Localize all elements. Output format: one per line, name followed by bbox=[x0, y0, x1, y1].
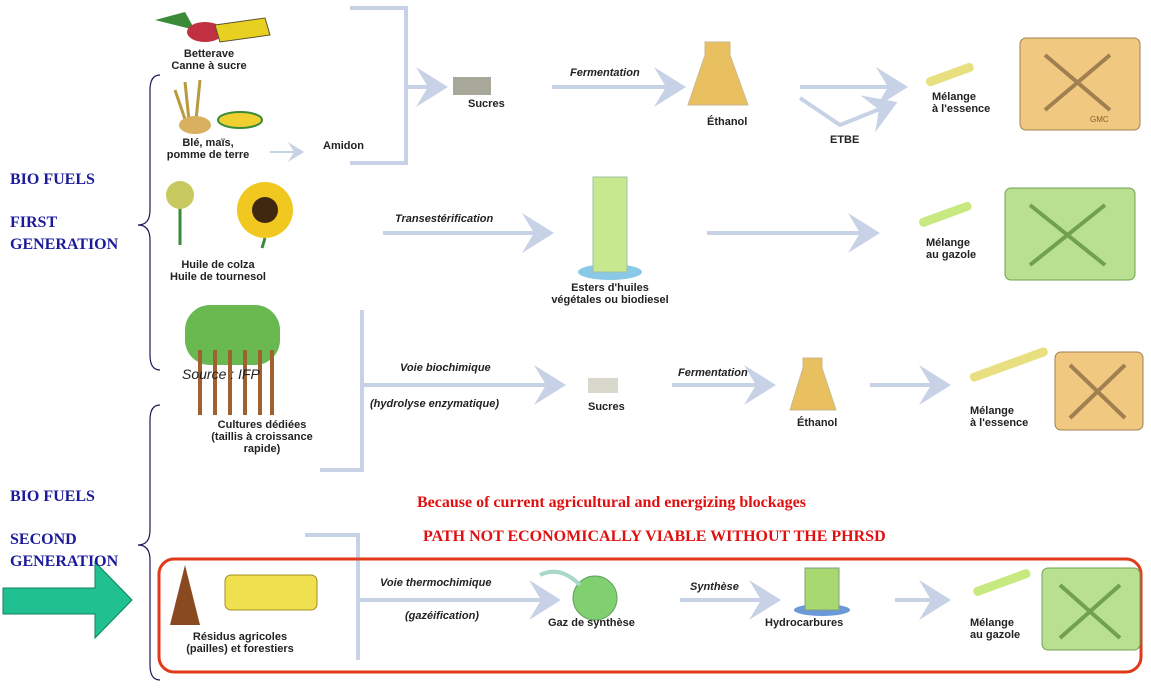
note-line-1: Because of current agricultural and ener… bbox=[417, 494, 806, 511]
intermediate-label: Gaz de synthèse bbox=[548, 617, 635, 629]
product-label: Éthanol bbox=[797, 417, 838, 429]
arrow-etbe bbox=[798, 95, 898, 133]
gen-label: SECOND bbox=[10, 531, 77, 548]
source-label: Blé, maïs,pomme de terre bbox=[166, 137, 250, 161]
biodiesel-cylinder-icon bbox=[578, 176, 642, 280]
svg-text:GMC: GMC bbox=[1090, 115, 1109, 124]
note-line-2: PATH NOT ECONOMICALLY VIABLE WITHOUT THE… bbox=[423, 528, 886, 545]
wheat-corn-potato-icon bbox=[173, 79, 263, 134]
residues-straw-icon bbox=[170, 565, 318, 625]
test-tube-icon bbox=[925, 62, 974, 87]
ethanol-flask-icon bbox=[687, 41, 749, 106]
gen-label: GENERATION bbox=[10, 553, 119, 570]
test-tube-icon bbox=[919, 201, 972, 227]
hydrocarbons-cylinder-icon bbox=[794, 567, 850, 616]
ethanol-flask-icon bbox=[789, 357, 837, 411]
process-sub-label: (gazéification) bbox=[405, 610, 479, 622]
bracket-row3 bbox=[320, 310, 364, 472]
sucres-label: Sucres bbox=[468, 98, 505, 110]
gen-label: BIO FUELS bbox=[10, 171, 95, 188]
source-credit: Source : IFP bbox=[182, 366, 260, 382]
brace-first-generation bbox=[137, 74, 161, 371]
bracket-row4 bbox=[305, 533, 360, 660]
process-label: Voie thermochimique bbox=[380, 577, 492, 589]
process-label: Fermentation bbox=[570, 67, 640, 79]
gen-label: GENERATION bbox=[10, 236, 119, 253]
etbe-label: ETBE bbox=[830, 134, 860, 146]
syngas-flask-icon bbox=[539, 569, 618, 621]
product-label: Hydrocarbures bbox=[765, 617, 844, 629]
jerrycan-gasoline-icon bbox=[1054, 351, 1144, 431]
sucres-label: Sucres bbox=[588, 401, 625, 413]
test-tube-icon bbox=[969, 347, 1048, 382]
amidon-label: Amidon bbox=[323, 140, 364, 152]
test-tube-icon bbox=[973, 569, 1031, 596]
product-label: Éthanol bbox=[707, 116, 748, 128]
gen-label: BIO FUELS bbox=[10, 488, 95, 505]
jerrycan-diesel-icon bbox=[1004, 187, 1136, 281]
process-label: Voie biochimique bbox=[400, 362, 491, 374]
process-label: Fermentation bbox=[678, 367, 748, 379]
brace-second-generation bbox=[137, 404, 161, 681]
pointer-arrow bbox=[2, 560, 133, 640]
rapeseed-sunflower-icon bbox=[166, 181, 293, 249]
process-label: Transestérification bbox=[395, 213, 494, 225]
process-label: Synthèse bbox=[690, 581, 739, 593]
sugar-icon bbox=[588, 378, 618, 393]
bracket-row1 bbox=[350, 6, 408, 165]
process-sub-label: (hydrolyse enzymatique) bbox=[370, 398, 499, 410]
source-label: Résidus agricoles(pailles) et forestiers bbox=[186, 631, 294, 655]
trees-icon bbox=[185, 305, 280, 415]
highlight-box bbox=[157, 557, 1143, 674]
beet-cane-icon bbox=[155, 12, 271, 43]
jerrycan-diesel-icon bbox=[1041, 567, 1141, 651]
gen-label: FIRST bbox=[10, 214, 58, 231]
jerrycan-gasoline-icon: GMC bbox=[1019, 37, 1141, 131]
sugar-icon bbox=[453, 77, 491, 95]
